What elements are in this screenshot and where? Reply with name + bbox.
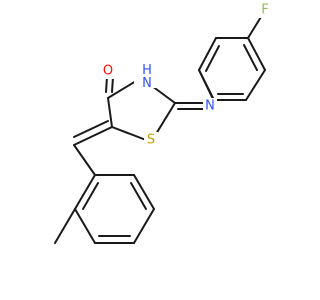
bond-tol-methyl [54,208,76,244]
bond-fp-6 [198,69,215,101]
bond-c5-ch-double [73,120,109,138]
bond-tol-4 [133,208,155,244]
s-bg [144,132,158,148]
bonds [54,11,266,244]
bond-fp-4 [245,69,266,101]
bond-tol-1-inner [82,182,99,210]
bond-c4-o [105,76,108,93]
sulfur-atom: S [147,133,155,148]
bond-tol-2 [74,208,96,244]
bond-fp-1 [198,37,217,71]
bond-s1-c5 [111,126,147,141]
bond-tol-5-inner [130,182,147,210]
bond-c4-c5 [107,97,113,128]
f-bg [258,2,272,18]
n-imine-bg [203,98,217,114]
nh-bg [134,58,158,88]
bond-tol-5 [133,174,155,210]
fluorine-atom: F [261,3,268,18]
bond-c4-o-double [111,76,114,93]
bond-fp-1-inner [205,45,220,72]
bond-fp-3-inner [243,44,258,71]
oxygen-atom: O [103,64,113,79]
bond-c2-s1 [155,102,176,135]
bond-tol-1 [74,174,96,210]
bond-fp-3 [247,37,266,71]
imine-nitrogen-atom: N [205,99,215,114]
bond-ch-ring [73,144,96,176]
o-bg [101,63,115,79]
bond-c5-ch [73,126,113,146]
